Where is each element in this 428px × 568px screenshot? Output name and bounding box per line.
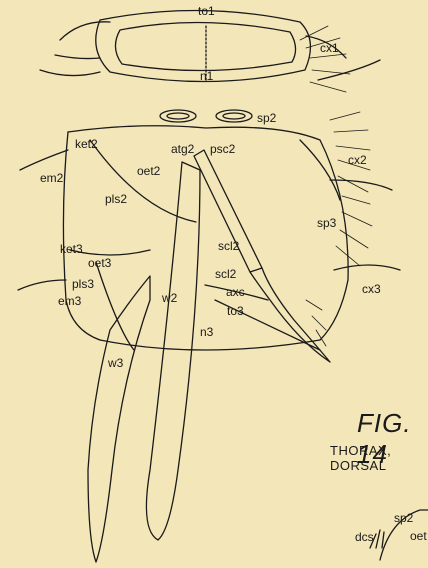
- label-oet3: oet3: [88, 257, 111, 269]
- label-scl2-lower: scl2: [215, 268, 236, 280]
- label-pls2: pls2: [105, 193, 127, 205]
- pterothorax-outline: [63, 126, 348, 350]
- label-to3: to3: [227, 305, 244, 317]
- mesothoracic-wing: [146, 162, 200, 540]
- mesothoracic-spiracles: [160, 110, 252, 122]
- label-psc2: psc2: [210, 143, 235, 155]
- setae: [300, 26, 372, 346]
- prothorax: [40, 10, 346, 81]
- label-w3: w3: [108, 357, 123, 369]
- label-n3: n3: [200, 326, 213, 338]
- figure-subtitle: THORAX, DORSAL: [330, 443, 428, 473]
- label-cx2: cx2: [348, 154, 367, 166]
- label-ket3: ket3: [60, 243, 83, 255]
- label-cx3: cx3: [362, 283, 381, 295]
- label-ket2: ket2: [75, 138, 98, 150]
- label-oet-bottom: oet: [410, 530, 427, 542]
- label-oet2: oet2: [137, 165, 160, 177]
- label-n1: n1: [200, 70, 213, 82]
- label-to1: to1: [198, 5, 215, 17]
- metathoracic-wing: [88, 276, 150, 562]
- label-em2: em2: [40, 172, 63, 184]
- label-atg2: atg2: [171, 143, 194, 155]
- axillary-cord: [194, 150, 330, 362]
- label-cx1: cx1: [320, 42, 339, 54]
- label-pls3: pls3: [72, 278, 94, 290]
- label-sp3: sp3: [317, 217, 336, 229]
- label-sp2-top: sp2: [257, 112, 276, 124]
- label-em3: em3: [58, 295, 81, 307]
- label-axc: axc: [226, 286, 245, 298]
- label-w2: w2: [162, 292, 177, 304]
- label-scl2-upper: scl2: [218, 240, 239, 252]
- label-sp2-bottom: sp2: [394, 512, 413, 524]
- label-dcs: dcs: [355, 531, 374, 543]
